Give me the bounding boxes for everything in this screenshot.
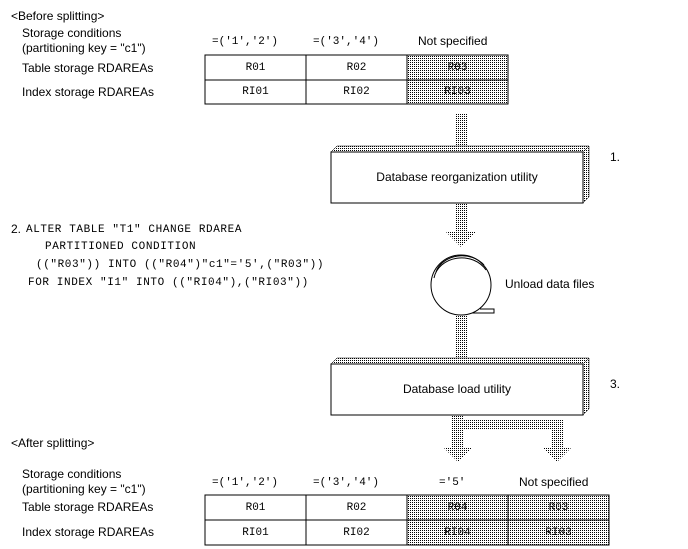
load-utility-label: Database load utility: [402, 382, 512, 396]
after-index-cell-1: RI01: [242, 526, 269, 539]
before-condition-2: =('3','4'): [313, 36, 380, 48]
before-index-cell-2: RI02: [343, 86, 370, 98]
before-heading: <Before splitting>: [11, 9, 105, 23]
arrow-to-reorg: [455, 113, 467, 147]
before-index-cell-3: RI03: [444, 86, 471, 98]
unload-data-files-label: Unload data files: [505, 277, 595, 291]
before-table-label: Table storage RDAREAs: [22, 61, 154, 75]
after-index-cell-2: RI02: [343, 526, 370, 539]
before-table-cell-3: R03: [447, 61, 468, 74]
after-index-cell-3: RI04: [444, 526, 471, 539]
after-condition-2: =('3','4'): [313, 477, 380, 489]
alter-line-1: ALTER TABLE "T1" CHANGE RDAREA: [26, 224, 243, 236]
before-table: [204, 54, 509, 105]
after-index-cell-4: RI03: [545, 526, 572, 539]
after-table: [204, 494, 610, 546]
alter-line-3: (("R03")) INTO (("R04")"c1"='5',("R03")): [36, 259, 325, 271]
before-storage-conditions-label: Storage conditions: [22, 26, 122, 40]
before-index-label: Index storage RDAREAs: [22, 85, 155, 99]
after-table-cell-3: R04: [447, 501, 468, 514]
step-2-number: 2.: [11, 222, 22, 236]
reorg-utility-box: [330, 145, 590, 204]
alter-line-4: FOR INDEX "I1" INTO (("RI04"),("RI03")): [28, 277, 309, 289]
after-table-label: Table storage RDAREAs: [22, 500, 154, 514]
after-condition-1: =('1','2'): [212, 477, 279, 489]
before-table-cell-1: R01: [245, 61, 266, 74]
arrow-to-load: [455, 316, 467, 358]
after-table-cell-1: R01: [245, 501, 266, 514]
arrow-to-unload: [446, 204, 476, 247]
after-storage-conditions-label: Storage conditions: [22, 467, 122, 481]
after-heading: <After splitting>: [11, 436, 95, 450]
before-condition-3: Not specified: [418, 34, 488, 48]
after-condition-3: ='5': [439, 477, 466, 489]
after-table-cell-4: R03: [548, 501, 569, 514]
reorg-utility-label: Database reorganization utility: [376, 170, 538, 184]
before-condition-1: =('1','2'): [212, 36, 279, 48]
step-3-number: 3.: [610, 377, 621, 391]
before-table-cell-2: R02: [346, 61, 367, 74]
after-index-label: Index storage RDAREAs: [22, 525, 155, 539]
step-1-number: 1.: [610, 150, 621, 164]
after-table-cell-2: R02: [346, 501, 367, 514]
load-utility-box: [330, 357, 590, 416]
before-partitioning-key-label: (partitioning key = "c1"): [22, 41, 146, 55]
unload-disk-icon: [430, 254, 495, 316]
after-partitioning-key-label: (partitioning key = "c1"): [22, 482, 146, 496]
after-condition-4: Not specified: [519, 475, 589, 489]
before-index-cell-1: RI01: [242, 86, 269, 98]
arrow-to-after-split: [443, 416, 572, 462]
alter-line-2: PARTITIONED CONDITION: [45, 241, 197, 253]
